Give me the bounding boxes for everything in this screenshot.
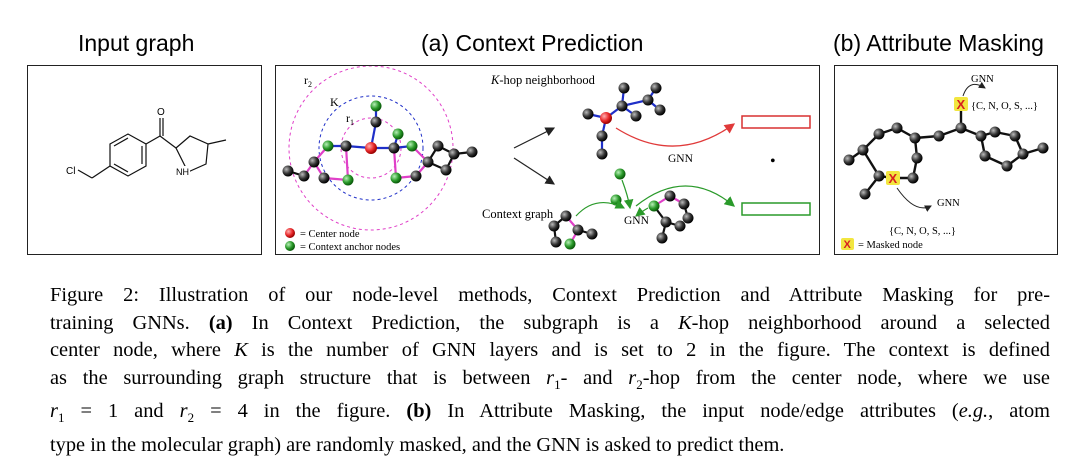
context-anchor-node	[648, 200, 660, 212]
caption-line-6: type in the molecular graph) are randoml…	[50, 433, 785, 456]
svg-text:X: X	[844, 239, 852, 251]
input-graph-panel: O Cl NH	[27, 65, 262, 255]
attribute-masking-drawing: X X GNN {C, N, O, S, ...} GNN {C, N, O, …	[841, 74, 1049, 251]
r2-circle	[288, 65, 454, 231]
khop-gnn-arrow	[615, 123, 736, 147]
attribute-masking-title: (b) Attribute Masking	[833, 30, 1044, 56]
svg-text:X: X	[889, 171, 898, 186]
context-gnn-label: GNN	[624, 215, 650, 227]
masking-set-bottom: {C, N, O, S, ...}	[889, 226, 956, 237]
nh-label: NH	[176, 167, 189, 177]
context-graph-label: Context graph	[482, 207, 554, 221]
masking-set-top: {C, N, O, S, ...}	[971, 101, 1038, 112]
legend-masked-node: = Masked node	[858, 240, 923, 251]
caption-line-1: Figure 2: Illustration of our node-level…	[50, 284, 1050, 306]
anchor-node	[392, 128, 404, 140]
masked-node-bottom: X	[886, 171, 900, 186]
caption-line-5: r1 = 1 and r2 = 4 in the figure. (b) In …	[50, 400, 1051, 426]
figure-caption: Figure 2: Illustration of our node-level…	[50, 282, 1050, 459]
k-label: K	[330, 95, 339, 109]
anchor-node	[322, 140, 334, 152]
anchor-node	[390, 172, 402, 184]
svg-text:X: X	[957, 97, 966, 112]
context-anchor-node	[614, 168, 626, 180]
anchor-node	[406, 140, 418, 152]
context-prediction-panel: r2 K r1	[275, 65, 820, 255]
attribute-masking-panel: X X GNN {C, N, O, S, ...} GNN {C, N, O, …	[834, 65, 1058, 255]
khop-embedding-box	[741, 115, 811, 129]
arrow-to-khop	[513, 127, 556, 149]
caption-line-3: center node, where K is the number of GN…	[50, 339, 1050, 361]
context-prediction-drawing: r2 K r1	[282, 65, 811, 253]
inner-product-dot: •	[770, 153, 776, 170]
center-node	[365, 142, 377, 154]
context-anchor-node	[564, 238, 576, 250]
context-embedding-box	[741, 202, 811, 216]
k-circle	[318, 95, 424, 201]
molecule-drawing: O Cl NH	[66, 107, 227, 179]
context-prediction-title: (a) Context Prediction	[421, 30, 644, 56]
masked-node-top: X	[954, 97, 968, 112]
caption-line-4: as the surrounding graph structure that …	[50, 366, 1050, 392]
legend-anchor-node-icon	[285, 241, 295, 251]
chlorine-label: Cl	[66, 166, 75, 177]
khop-label: K-hop neighborhood	[490, 73, 596, 87]
masking-gnn-bottom: GNN	[937, 198, 960, 209]
legend-center-node-icon	[285, 228, 295, 238]
masking-gnn-top: GNN	[971, 74, 994, 85]
legend-center-node: = Center node	[300, 229, 360, 240]
legend-anchor-nodes: = Context anchor nodes	[300, 242, 400, 253]
arrow-to-context	[513, 157, 556, 185]
input-graph-title: Input graph	[78, 30, 195, 56]
legend-masked-icon: X	[841, 238, 854, 251]
anchor-node	[342, 174, 354, 186]
anchor-node	[370, 100, 382, 112]
khop-center-node	[600, 112, 612, 124]
context-gnn-arrow	[635, 185, 735, 207]
khop-gnn-label: GNN	[668, 153, 694, 165]
caption-line-2: training GNNs. (a) In Context Prediction…	[50, 311, 1050, 334]
r2-label: r2	[304, 73, 312, 89]
r1-label: r1	[346, 111, 354, 127]
oxygen-label: O	[157, 107, 165, 118]
